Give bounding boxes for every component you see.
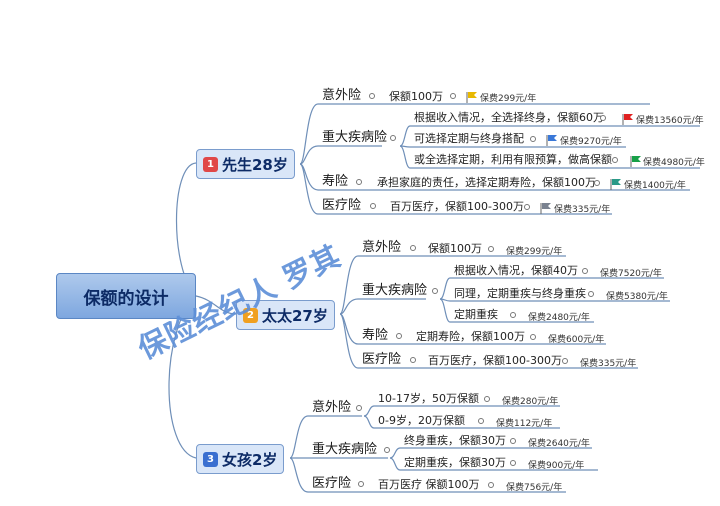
- category-medical[interactable]: 医疗险: [322, 198, 362, 213]
- red-flag-icon: [622, 114, 633, 125]
- premium-label: 保费335元/年: [580, 359, 637, 369]
- plan-detail: 定期寿险，保额100万: [416, 330, 525, 343]
- plan-detail: 百万医疗 保额100万: [378, 478, 480, 491]
- collapse-circle-icon[interactable]: [600, 115, 606, 121]
- premium-label: 保费2640元/年: [528, 439, 590, 449]
- collapse-circle-icon[interactable]: [410, 357, 416, 363]
- collapse-circle-icon[interactable]: [478, 418, 484, 424]
- collapse-circle-icon[interactable]: [370, 203, 376, 209]
- collapse-circle-icon[interactable]: [594, 180, 600, 186]
- category-life[interactable]: 寿险: [362, 328, 389, 343]
- collapse-circle-icon[interactable]: [358, 481, 364, 487]
- collapse-circle-icon[interactable]: [410, 245, 416, 251]
- premium-label: 保费299元/年: [506, 247, 563, 257]
- collapse-circle-icon[interactable]: [356, 405, 362, 411]
- collapse-circle-icon[interactable]: [396, 333, 402, 339]
- plan-detail: 终身重疾，保额30万: [404, 434, 506, 447]
- collapse-circle-icon[interactable]: [384, 447, 390, 453]
- category-critical-illness[interactable]: 重大疾病险: [362, 283, 428, 298]
- collapse-circle-icon[interactable]: [369, 93, 375, 99]
- collapse-circle-icon[interactable]: [562, 358, 568, 364]
- collapse-circle-icon[interactable]: [588, 291, 594, 297]
- collapse-circle-icon[interactable]: [530, 136, 536, 142]
- member-label: 女孩2岁: [222, 450, 278, 469]
- collapse-circle-icon[interactable]: [612, 157, 618, 163]
- collapse-circle-icon[interactable]: [510, 312, 516, 318]
- root-topic[interactable]: 保额的设计: [56, 273, 196, 319]
- plan-detail: 10-17岁，50万保额: [378, 392, 479, 405]
- plan-detail: 可选择定期与终身搭配: [414, 132, 524, 145]
- plan-detail: 保额100万: [389, 90, 443, 103]
- member-node-husband[interactable]: 1 先生28岁: [196, 149, 295, 179]
- premium-label: 保费756元/年: [506, 483, 563, 493]
- premium-label: 保费600元/年: [548, 335, 605, 345]
- plan-detail: 承担家庭的责任，选择定期寿险，保额100万: [377, 176, 596, 189]
- collapse-circle-icon[interactable]: [582, 268, 588, 274]
- gray-flag-icon: [540, 203, 551, 214]
- plan-detail: 0-9岁，20万保额: [378, 414, 465, 427]
- premium-label: 保费335元/年: [554, 205, 611, 215]
- blue-flag-icon: [546, 135, 557, 146]
- premium-label: 保费280元/年: [502, 397, 559, 407]
- collapse-circle-icon[interactable]: [524, 204, 530, 210]
- premium-label: 保费112元/年: [496, 419, 553, 429]
- plan-detail: 或全选择定期，利用有限预算，做高保额: [414, 153, 612, 166]
- collapse-circle-icon[interactable]: [390, 135, 396, 141]
- member-node-daughter[interactable]: 3 女孩2岁: [196, 444, 285, 474]
- premium-label: 保费9270元/年: [560, 137, 622, 147]
- priority-3-icon: 3: [203, 451, 218, 467]
- category-medical[interactable]: 医疗险: [362, 352, 402, 367]
- premium-label: 保费4980元/年: [643, 158, 705, 168]
- category-critical-illness[interactable]: 重大疾病险: [322, 130, 388, 145]
- collapse-circle-icon[interactable]: [530, 334, 536, 340]
- premium-label: 保费7520元/年: [600, 269, 662, 279]
- member-node-wife[interactable]: 2 太太27岁: [236, 300, 335, 330]
- priority-2-icon: 2: [243, 307, 258, 323]
- green-flag-icon: [630, 156, 641, 167]
- member-label: 太太27岁: [262, 306, 328, 325]
- plan-detail: 定期重疾，保额30万: [404, 456, 506, 469]
- collapse-circle-icon[interactable]: [484, 396, 490, 402]
- premium-label: 保费1400元/年: [624, 181, 686, 191]
- priority-1-icon: 1: [203, 156, 218, 172]
- plan-detail: 保额100万: [428, 242, 482, 255]
- premium-label: 保费2480元/年: [528, 313, 590, 323]
- teal-flag-icon: [610, 179, 621, 190]
- category-accident[interactable]: 意外险: [362, 240, 402, 255]
- plan-detail: 定期重疾: [454, 308, 498, 321]
- premium-label: 保费13560元/年: [636, 116, 704, 126]
- collapse-circle-icon[interactable]: [432, 288, 438, 294]
- category-life[interactable]: 寿险: [322, 174, 349, 189]
- plan-detail: 百万医疗，保额100-300万: [390, 200, 524, 213]
- category-critical-illness[interactable]: 重大疾病险: [312, 442, 378, 457]
- category-accident[interactable]: 意外险: [322, 88, 362, 103]
- member-label: 先生28岁: [222, 155, 288, 174]
- collapse-circle-icon[interactable]: [510, 438, 516, 444]
- collapse-circle-icon[interactable]: [488, 482, 494, 488]
- collapse-circle-icon[interactable]: [488, 246, 494, 252]
- category-accident[interactable]: 意外险: [312, 400, 352, 415]
- plan-detail: 根据收入情况，保额40万: [454, 264, 578, 277]
- collapse-circle-icon[interactable]: [510, 460, 516, 466]
- premium-label: 保费299元/年: [480, 94, 537, 104]
- collapse-circle-icon[interactable]: [356, 179, 362, 185]
- collapse-circle-icon[interactable]: [450, 93, 456, 99]
- plan-detail: 同理，定期重疾与终身重疾: [454, 287, 586, 300]
- premium-label: 保费900元/年: [528, 461, 585, 471]
- plan-detail: 百万医疗，保额100-300万: [428, 354, 562, 367]
- yellow-flag-icon: [466, 92, 477, 103]
- premium-label: 保费5380元/年: [606, 292, 668, 302]
- plan-detail: 根据收入情况，全选择终身，保额60万: [414, 111, 604, 124]
- category-medical[interactable]: 医疗险: [312, 476, 352, 491]
